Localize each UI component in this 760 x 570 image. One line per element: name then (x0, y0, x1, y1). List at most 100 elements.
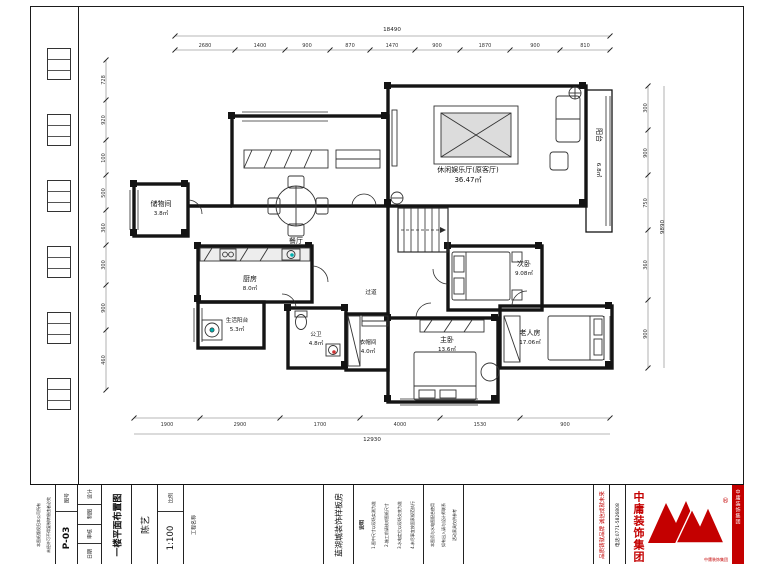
room-area: 17.06㎡ (519, 338, 541, 346)
drawing-number-column: 图号 P-03 (56, 485, 78, 564)
room-labels: 休闲娱乐厅(原客厅) 36.47㎡ 阳台 6.8㎡ 餐厅 储物间 3.8㎡ 厨房… (151, 128, 605, 355)
title-block: 本图纸版权归本公司所有 未经许可不得复制转借违者必究 图号 P-03 设计 制图… (30, 484, 744, 564)
project-label: 工程名称 (191, 514, 198, 535)
scale-value: 1:100 (165, 525, 176, 551)
mountain-logo-icon: ® (648, 497, 729, 544)
drawing-title: 一楼平面布置图 (113, 492, 123, 557)
project-name-cell: 工程名称 (184, 485, 324, 564)
field-label: 审核 (87, 528, 93, 539)
notes-column: 说明 1.图中尺寸以现场实测为准 2.施工前请核对图纸尺寸 3.水电定位以现场交… (354, 485, 424, 564)
binding-divider (78, 6, 79, 484)
room-area: 3.8㎡ (154, 209, 169, 217)
signature-box (47, 114, 71, 146)
dim-label: 360 (101, 223, 107, 233)
dim-label: 4000 (394, 422, 407, 428)
room-label: 厨房 (243, 274, 257, 283)
dim-label: 300 (643, 103, 649, 113)
dim-label: 1900 (161, 422, 174, 428)
signature-box (47, 48, 71, 80)
dim-total-bottom: 12930 (363, 437, 381, 443)
room-area: 9.08㎡ (515, 269, 533, 277)
dim-label: 900 (560, 422, 570, 428)
note-line: 本图须与水电图配合使用 (430, 502, 435, 547)
signature-box (47, 312, 71, 344)
dim-label: 900 (643, 329, 649, 339)
designer-name: 陈艺 (141, 515, 151, 534)
room-area: 36.47㎡ (454, 176, 481, 184)
room-label: 衣帽间 (360, 338, 377, 346)
fields-column: 设计 制图 审核 日期 (78, 485, 102, 564)
room-label: 休闲娱乐厅(原客厅) (437, 165, 499, 174)
furniture (199, 86, 605, 401)
trademark-symbol: ® (722, 497, 729, 505)
room-area: 8.0㎡ (243, 284, 258, 292)
note-line: 4.未尽事宜按国家规范执行 (410, 500, 415, 549)
sheet-border (30, 6, 744, 562)
balcony-wall (585, 89, 613, 233)
dim-label: 920 (101, 115, 107, 125)
note-line: 2.施工前请核对图纸尺寸 (384, 502, 389, 547)
room-area: 13.6㎡ (438, 345, 456, 353)
plumbing-markers (210, 253, 336, 354)
field-label: 制图 (87, 509, 93, 520)
dim-label: 300 (101, 260, 107, 270)
scale-label: 比例 (168, 492, 174, 503)
drawing-number: P-03 (61, 526, 72, 550)
dim-label: 100 (101, 153, 107, 163)
dim-label: 1530 (474, 422, 487, 428)
walls (132, 84, 614, 404)
dim-label: 900 (643, 148, 649, 158)
dim-total-right: 9890 (660, 219, 666, 234)
company-name-bar: 中庸装饰集团 (734, 489, 741, 525)
field-label: 日期 (87, 549, 93, 560)
room-label: 阳台 (595, 128, 604, 142)
dim-label: 900 (302, 43, 312, 49)
dim-label: 360 (643, 260, 649, 270)
dim-label: 2680 (199, 43, 212, 49)
dimension-lines (103, 33, 665, 435)
field-label: 设计 (87, 489, 93, 500)
slogan-column: 品质铸就品牌 诚信成就未来 (594, 485, 610, 564)
dim-label: 900 (530, 43, 540, 49)
dim-label: 870 (345, 43, 355, 49)
scale-column: 比例 1:100 (158, 485, 184, 564)
dimension-labels: 18490 2680 1400 900 870 1470 900 1870 90… (101, 27, 666, 443)
contact-column: 电话:0771-5826808 (610, 485, 626, 564)
slogan-text: 品质铸就品牌 诚信成就未来 (599, 490, 606, 559)
room-label: 储物间 (151, 199, 172, 208)
disclaimer-text: 未经许可不得复制转借违者必究 (46, 496, 51, 553)
room-label: 公卫 (310, 331, 322, 338)
room-label: 主卧 (440, 335, 454, 344)
dim-label: 1470 (386, 43, 399, 49)
structural-columns (130, 82, 612, 402)
signature-box (47, 378, 71, 410)
dim-label: 1700 (314, 422, 327, 428)
drawing-number-label: 图号 (64, 492, 70, 503)
designer-column: 陈艺 (132, 485, 158, 564)
dim-label: 500 (101, 188, 107, 198)
signature-box (47, 180, 71, 212)
project-column: 蓝湖城装饰样板房 (324, 485, 354, 564)
company-logo: ® 中庸装饰集团 (646, 485, 732, 564)
company-name-vertical: 中庸装饰集团 (632, 490, 645, 563)
stairs (397, 207, 449, 253)
note-line: 活动家具仅供参考 (452, 508, 457, 541)
contact-phone: 电话:0771-5826808 (615, 502, 621, 547)
company-name-small: 中庸装饰集团 (704, 557, 728, 562)
room-area: 5.3㎡ (230, 325, 245, 333)
disclaimer-text: 本图纸版权归本公司所有 (36, 502, 41, 547)
note-line: 3.水电定位以现场交底为准 (397, 500, 402, 549)
dim-label: 728 (101, 75, 107, 85)
dim-total-top: 18490 (383, 27, 401, 33)
floor-plan-svg: 18490 2680 1400 900 870 1470 900 1870 90… (101, 27, 666, 443)
notes2-column: 本图须与水电图配合使用 如有出入请与设计师联系 活动家具仅供参考 (424, 485, 464, 564)
dim-label: 1400 (254, 43, 267, 49)
drawing-title-column: 一楼平面布置图 (102, 485, 132, 564)
door-swings (187, 193, 528, 319)
dim-label: 900 (432, 43, 442, 49)
logo-red-bar: 中庸装饰集团 (732, 485, 744, 564)
dim-label: 460 (101, 355, 107, 365)
project-name: 蓝湖城装饰样板房 (334, 492, 343, 557)
room-area: 4.0㎡ (361, 347, 376, 355)
